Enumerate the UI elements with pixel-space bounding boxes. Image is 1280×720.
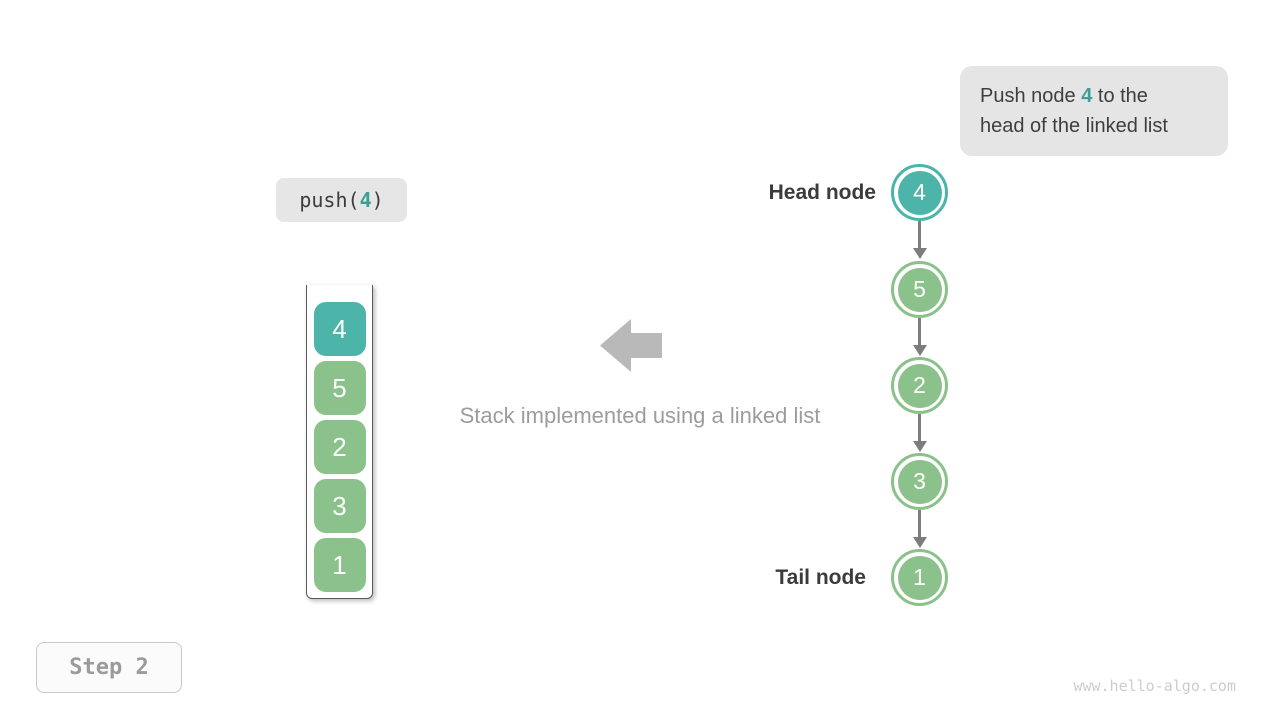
node-value: 3 — [897, 459, 942, 504]
annotation-line2: head of the linked list — [980, 115, 1168, 137]
stack-item-value: 2 — [332, 431, 347, 462]
caption: Stack implemented using a linked list — [459, 403, 821, 428]
stack-item-value: 3 — [332, 490, 347, 521]
node-value: 5 — [897, 267, 942, 312]
annotation-text: Push node — [980, 85, 1082, 107]
stack-item: 1 — [313, 538, 366, 592]
down-arrow-icon — [912, 318, 928, 356]
node-value: 2 — [897, 363, 942, 408]
linked-list-node: 1 — [891, 549, 948, 606]
linked-list-node: 5 — [891, 261, 948, 318]
linked-list-node: 4 — [891, 164, 948, 221]
down-arrow-icon — [912, 221, 928, 259]
stack-item-value: 1 — [332, 549, 347, 580]
annotation-highlight-value: 4 — [1081, 85, 1093, 107]
stack-item-value: 5 — [332, 372, 347, 403]
stack-item-value: 4 — [332, 313, 347, 344]
linked-list-node: 3 — [891, 453, 948, 510]
node-value: 1 — [897, 555, 942, 600]
stack-item: 2 — [313, 420, 366, 474]
watermark: www.hello-algo.com — [1073, 677, 1236, 695]
left-block-arrow-icon — [600, 319, 662, 377]
linked-list-node: 2 — [891, 357, 948, 414]
stack-item: 3 — [313, 479, 366, 533]
annotation-box: Push node 4 to the head of the linked li… — [960, 66, 1228, 156]
stack-frame: 4 5 2 3 1 — [306, 285, 373, 599]
code-text: ) — [371, 188, 384, 212]
push-call-code: push(4) — [276, 178, 407, 222]
annotation-line1: Push node 4 to the — [980, 85, 1148, 107]
node-value: 4 — [897, 170, 942, 215]
head-node-label: Head node — [768, 180, 876, 204]
step-badge: Step 2 — [36, 642, 182, 693]
tail-node-label: Tail node — [775, 565, 866, 589]
down-arrow-icon — [912, 414, 928, 452]
code-text: push( — [299, 188, 360, 212]
down-arrow-icon — [912, 510, 928, 548]
code-arg-value: 4 — [359, 188, 372, 212]
stack-item: 4 — [313, 302, 366, 356]
annotation-text: to the — [1092, 85, 1148, 107]
stack-item: 5 — [313, 361, 366, 415]
